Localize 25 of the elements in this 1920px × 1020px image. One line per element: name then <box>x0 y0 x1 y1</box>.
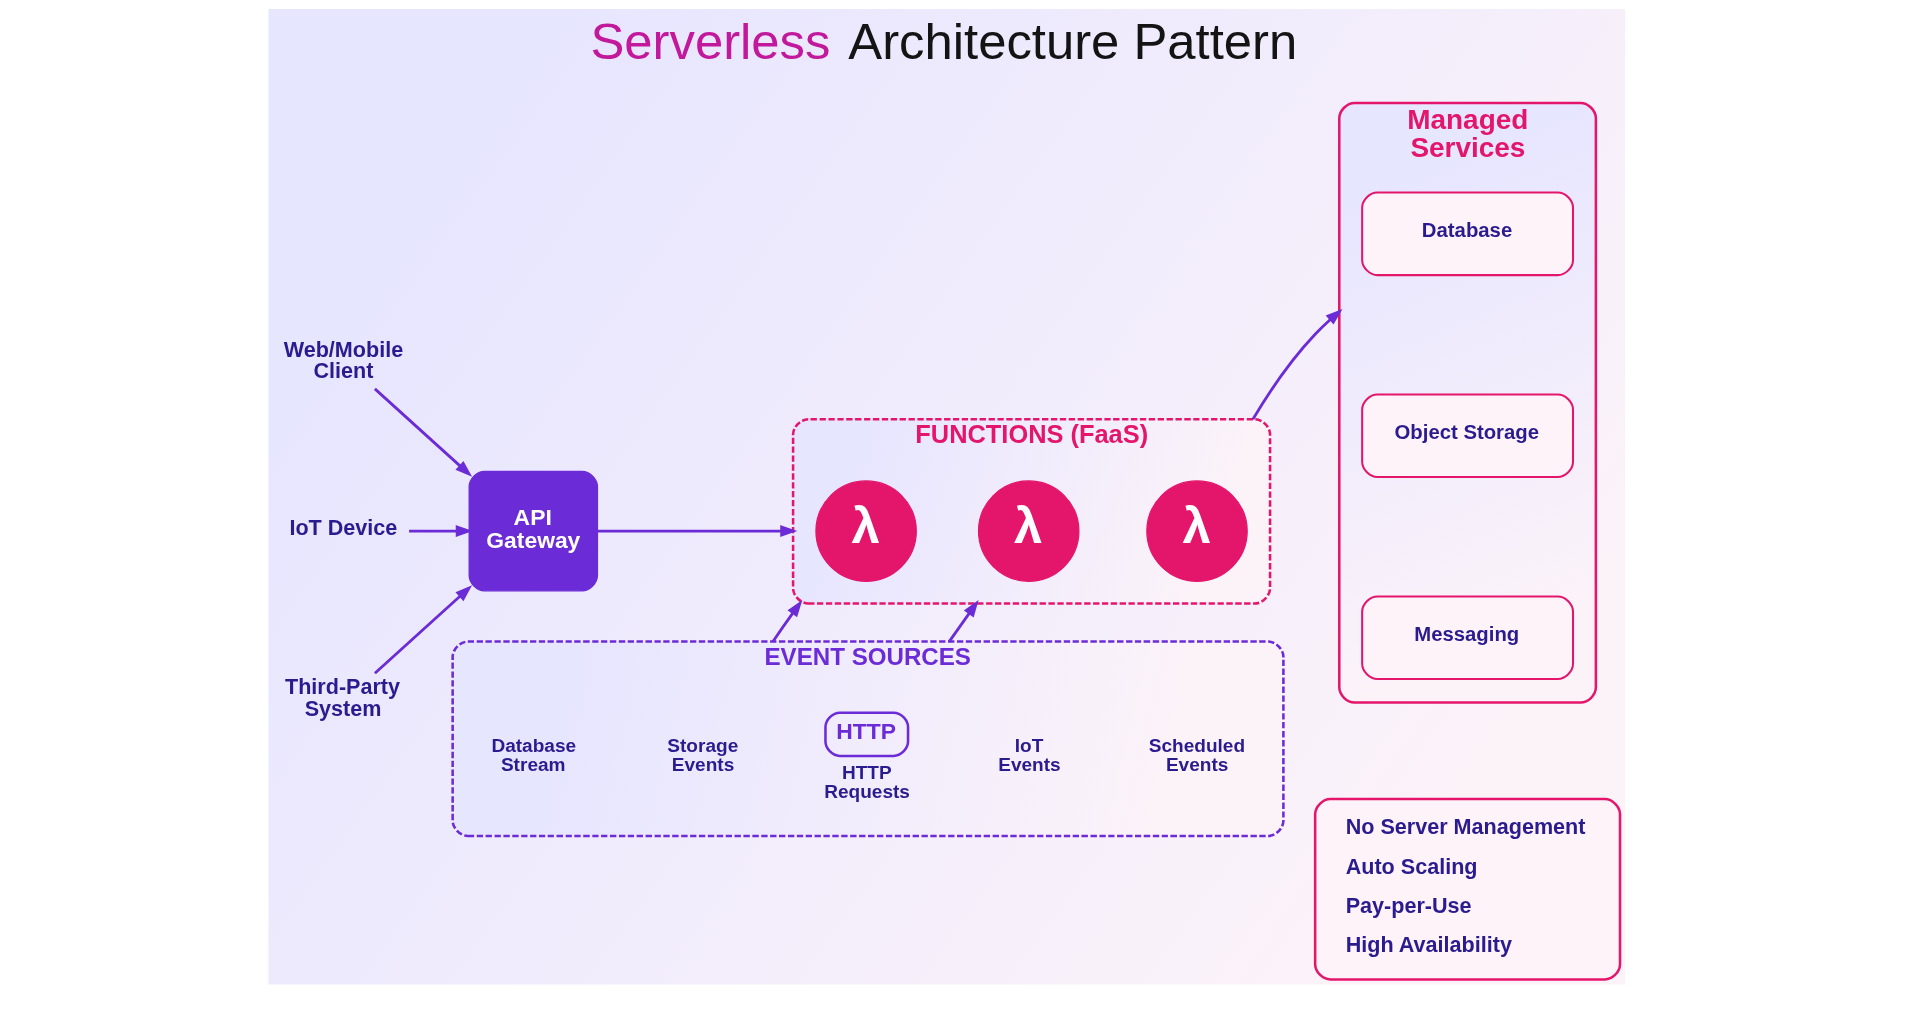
node-circle: λ <box>977 479 1080 582</box>
arrow <box>771 599 802 642</box>
node-text: IoT Events <box>997 734 1061 775</box>
node-box: Database <box>1360 191 1574 276</box>
node-text: Web/Mobile Client <box>283 336 403 383</box>
node-box: HTTP <box>823 710 909 757</box>
node-box: API Gateway <box>468 470 598 591</box>
arrow <box>408 524 473 537</box>
arrow <box>947 599 979 642</box>
node-box: No Server Management Auto Scaling Pay-per-Use High Availability <box>1313 797 1621 981</box>
node-circle: λ <box>814 479 917 582</box>
arrow <box>1251 308 1342 420</box>
arrow <box>597 524 797 537</box>
node-text: Third-Party System <box>284 673 400 721</box>
diagram-title: Serverless Architecture Pattern <box>589 12 1297 70</box>
node-label: HTTP Requests <box>823 761 910 802</box>
arrow <box>373 387 472 477</box>
node-text: IoT Device <box>288 514 397 540</box>
node-text: Database Stream <box>490 734 576 775</box>
node-box: Messaging <box>1360 595 1574 680</box>
node-text: Scheduled Events <box>1148 734 1245 775</box>
arrow <box>373 584 472 674</box>
node-box: Object Storage <box>1360 393 1574 478</box>
node-circle: λ <box>1145 479 1248 582</box>
node-text: Storage Events <box>666 734 738 775</box>
